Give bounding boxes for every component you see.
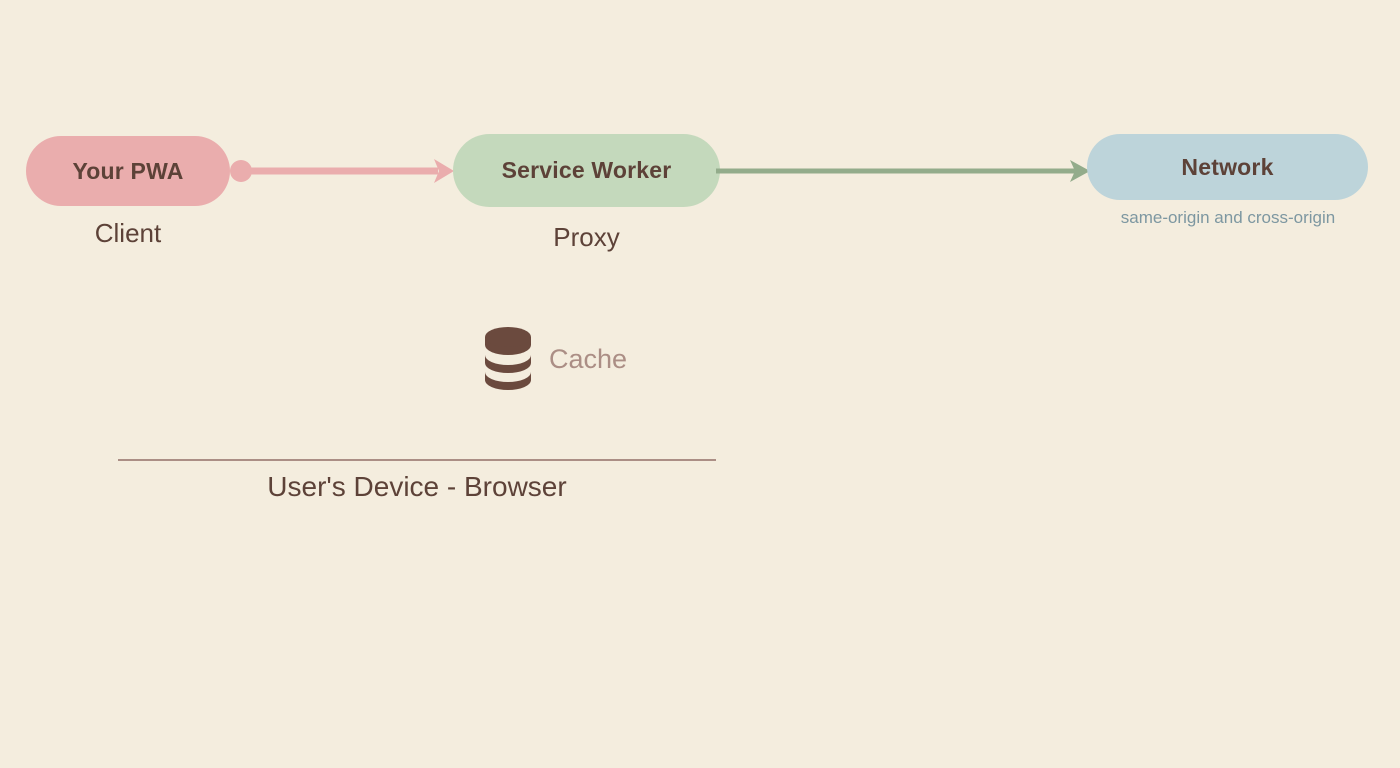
node-service-worker[interactable]: Service Worker <box>453 134 720 207</box>
connector-pwa-to-service-worker <box>230 159 454 183</box>
node-network-caption: same-origin and cross-origin <box>1120 208 1336 227</box>
cache-group[interactable]: Cache <box>483 327 627 391</box>
device-boundary-label: User's Device - Browser <box>267 471 567 502</box>
connector-service-worker-to-network <box>716 160 1090 182</box>
node-network[interactable]: Network <box>1087 134 1368 200</box>
arrowhead-icon <box>434 159 454 183</box>
node-your-pwa-caption: Client <box>94 218 162 248</box>
device-boundary-line <box>118 459 716 461</box>
database-cylinder-icon <box>485 327 531 390</box>
arrowhead-icon <box>1070 160 1090 182</box>
cache-label: Cache <box>549 343 628 374</box>
node-your-pwa[interactable]: Your PWA <box>26 136 230 206</box>
node-service-worker-caption: Proxy <box>553 222 620 252</box>
